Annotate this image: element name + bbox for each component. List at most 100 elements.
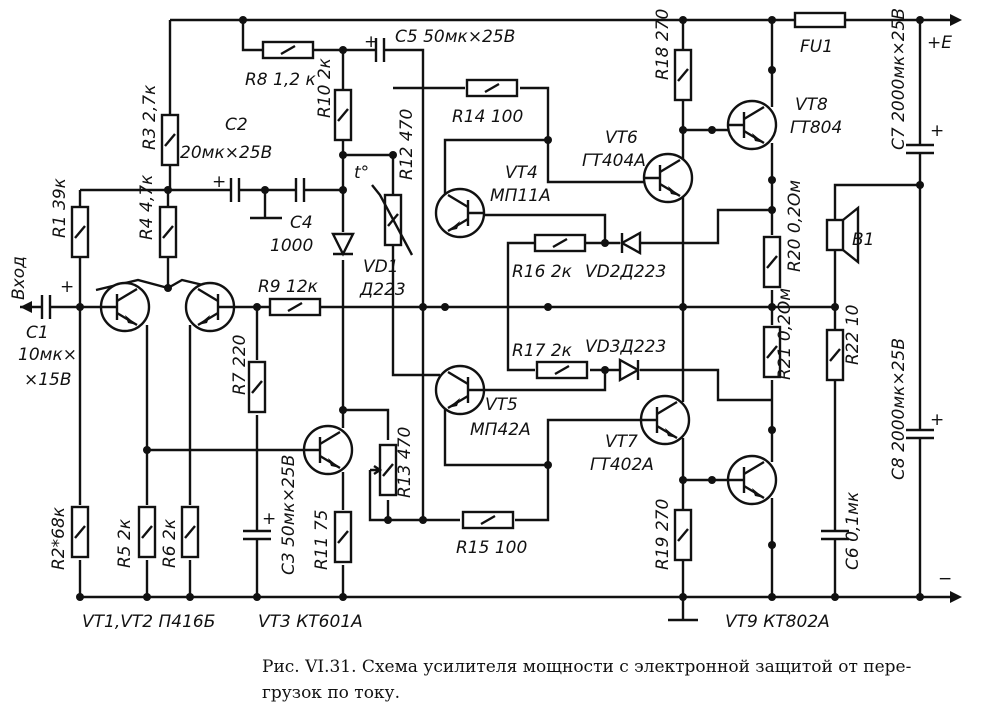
diode-vd1	[331, 232, 355, 257]
transistor-base	[304, 437, 322, 463]
transistor-vt2	[184, 281, 236, 333]
diode-triangle	[618, 357, 641, 383]
emitter-arrow-icon	[448, 398, 460, 408]
junction-dot	[831, 303, 839, 311]
thermistor-mark-icon	[371, 184, 414, 256]
label-c1a: C1	[26, 323, 49, 343]
label-b1: B1	[852, 230, 874, 250]
label-c1b: 10мк×	[18, 345, 77, 365]
wire	[343, 408, 390, 440]
resistor-slash	[766, 255, 778, 269]
resistor-r1	[70, 205, 90, 259]
resistor-r4	[158, 205, 178, 259]
label-r8: R8 1,2 к	[245, 70, 316, 90]
junction-dot	[768, 206, 776, 214]
label-r11: R11 75	[312, 510, 332, 570]
wire	[368, 470, 460, 522]
junction-dot	[544, 136, 552, 144]
label-plus: +	[262, 509, 276, 529]
junction-dot	[339, 593, 347, 601]
label-c4a: C4	[290, 213, 313, 233]
label-vt7a: VT7	[605, 432, 638, 452]
wire	[484, 213, 607, 243]
label-vt6a: VT6	[605, 128, 638, 148]
capacitor-c7	[906, 143, 934, 155]
junction-dot	[768, 541, 776, 549]
label-vt3: VT3 КТ601А	[258, 612, 363, 632]
resistor-r7	[247, 360, 267, 414]
resistor-r8	[261, 40, 315, 60]
junction-dot	[916, 16, 924, 24]
resistor-slash	[337, 108, 349, 122]
junction-dot	[339, 151, 347, 159]
junction-dot	[679, 16, 687, 24]
label-input: Вход	[9, 256, 29, 300]
label-vt9: VT9 КТ802А	[725, 612, 830, 632]
label-c7: C7 2000мк×25В	[889, 8, 909, 150]
speaker-cone-icon	[842, 205, 860, 265]
diode-triangle	[619, 230, 642, 256]
resistor-r2	[70, 505, 90, 559]
wire	[546, 418, 641, 465]
capacitor-c4	[294, 178, 306, 202]
label-r21: R21 0,2Ом	[775, 288, 795, 380]
resistor-slash	[74, 525, 86, 539]
wire	[484, 370, 607, 392]
emitter-arrow-icon	[752, 133, 764, 143]
junction-dot	[768, 593, 776, 601]
resistor-r5	[137, 505, 157, 559]
capacitor-plates	[906, 428, 934, 440]
label-vd2: VD2Д223	[585, 262, 666, 282]
resistor-r14	[465, 78, 519, 98]
transistor-base	[644, 165, 662, 191]
emitter-arrow-icon	[448, 221, 460, 231]
transistor-base	[466, 377, 484, 403]
label-c6: C6 0,1мк	[843, 491, 863, 570]
label-c8: C8 2000мк×25В	[889, 338, 909, 480]
resistor-slash	[251, 380, 263, 394]
junction-dot	[601, 366, 609, 374]
resistor-r22	[825, 328, 845, 382]
label-c1c: ×15В	[24, 370, 72, 390]
capacitor-c1	[40, 295, 52, 319]
resistor-slash	[552, 237, 568, 249]
label-r4: R4 4,7к	[137, 174, 157, 240]
wires	[20, 18, 950, 622]
label-c5: C5 50мк×25В	[395, 27, 515, 47]
junction-dot	[768, 176, 776, 184]
capacitor-plates	[294, 178, 306, 202]
label-r16: R16 2к	[512, 262, 573, 282]
wire	[833, 183, 920, 220]
label-c4b: 1000	[270, 236, 313, 256]
junction-dot	[544, 461, 552, 469]
transistor-vt7	[639, 394, 691, 446]
label-r3: R3 2,7к	[140, 84, 160, 150]
junction-dot	[76, 593, 84, 601]
capacitor-plates	[906, 143, 934, 155]
junction-dot	[679, 303, 687, 311]
transistor-vt4	[434, 187, 486, 239]
label-plus: +	[930, 121, 944, 141]
label-r15: R15 100	[456, 538, 527, 558]
capacitor-c5	[374, 38, 386, 62]
emitter-arrow-icon	[198, 315, 210, 325]
junction-dot	[76, 303, 84, 311]
emitter-arrow-icon	[752, 488, 764, 498]
junction-dot	[239, 16, 247, 24]
transistor-base	[101, 294, 119, 320]
diode-vd3	[618, 357, 641, 383]
emitter-arrow-icon	[328, 458, 340, 468]
resistor-r15	[461, 510, 515, 530]
resistor-slash	[554, 364, 570, 376]
junction-dot	[831, 593, 839, 601]
wire	[443, 138, 548, 195]
junction-dot	[679, 593, 687, 601]
transistor-base	[641, 407, 659, 433]
label-plus: +	[930, 410, 944, 430]
resistor-slash	[677, 68, 689, 82]
label-vt5a: VT5	[485, 395, 518, 415]
label-r12: R12 470	[397, 109, 417, 180]
wire	[520, 86, 645, 184]
